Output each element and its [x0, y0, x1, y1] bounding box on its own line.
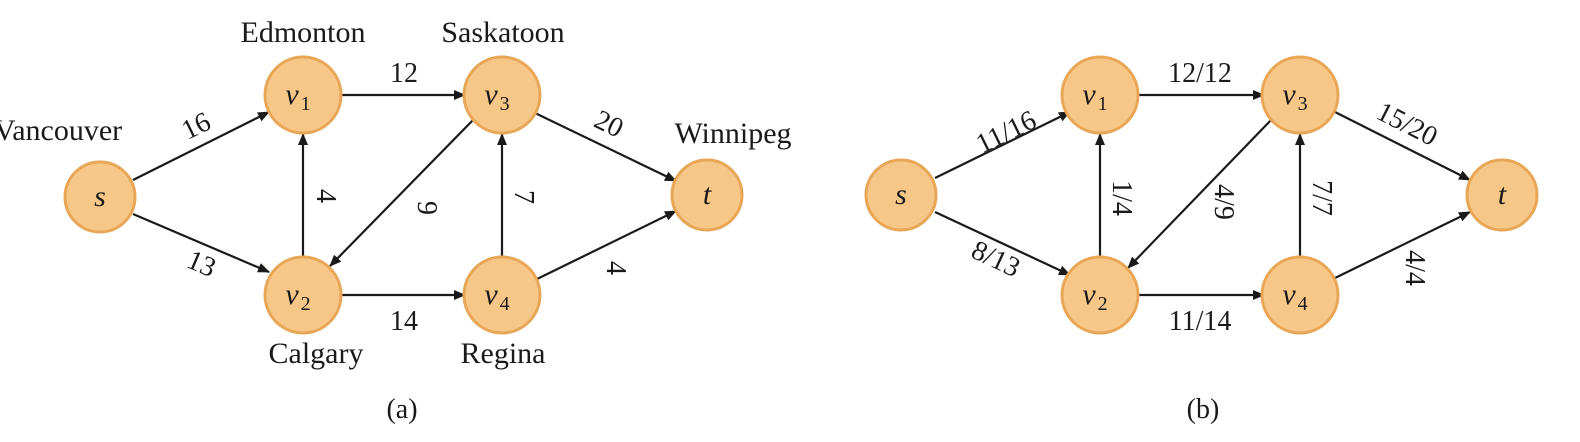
- node-t: t: [670, 158, 744, 232]
- edge-s-v2: [934, 211, 1071, 276]
- edge-label: 7: [508, 190, 539, 204]
- edge-label: 12: [390, 58, 418, 89]
- place-label-saskatoon: Saskatoon: [441, 16, 564, 49]
- edge-v4-t: [1334, 211, 1471, 279]
- edge-label: 4/4: [1399, 250, 1430, 286]
- edge-label: 14: [390, 306, 418, 337]
- svg-text:s: s: [895, 178, 907, 211]
- edge-label: 12/12: [1168, 58, 1232, 89]
- place-label-winnipeg: Winnipeg: [674, 117, 791, 150]
- edge-label: 15/20: [1371, 96, 1442, 153]
- caption-b: (b): [1187, 394, 1220, 425]
- svg-text:v2: v2: [285, 278, 310, 315]
- edge-label: 1/4: [1106, 180, 1137, 216]
- edge-label: 11/14: [1169, 306, 1232, 337]
- svg-text:v3: v3: [1282, 78, 1307, 115]
- edge-v3-t: [1334, 111, 1471, 181]
- edge-v3-v2: [329, 118, 475, 267]
- edge-s-v1: [132, 111, 270, 181]
- place-label-edmonton: Edmonton: [241, 16, 366, 49]
- svg-text:v1: v1: [285, 78, 310, 115]
- svg-text:v1: v1: [1082, 78, 1107, 115]
- edge-s-v1: [934, 111, 1071, 179]
- panel-b: 11/16 8/13 12/12 1/4 4/9 11/14 7/7 15/20…: [864, 55, 1539, 425]
- edge-label: 4/9: [1208, 184, 1239, 220]
- edge-label: 11/16: [971, 105, 1041, 160]
- node-s: s: [864, 158, 938, 232]
- edge-v3-t: [534, 112, 677, 182]
- edge-label: 9: [411, 201, 442, 215]
- caption-a: (a): [386, 394, 417, 425]
- place-label-vancouver: Vancouver: [0, 114, 122, 147]
- svg-text:t: t: [703, 178, 712, 211]
- place-label-calgary: Calgary: [269, 337, 364, 370]
- node-s: s: [63, 160, 137, 234]
- svg-text:s: s: [94, 180, 106, 213]
- edge-label: 4: [600, 261, 631, 275]
- edge-label: 8/13: [966, 235, 1024, 284]
- svg-text:v4: v4: [484, 278, 509, 315]
- svg-text:v2: v2: [1082, 278, 1107, 315]
- edge-s-v2: [132, 212, 270, 274]
- node-t: t: [1465, 158, 1539, 232]
- edge-v4-t: [534, 210, 677, 281]
- edge-label: 13: [182, 244, 220, 283]
- edge-v3-v2: [1127, 118, 1273, 269]
- svg-text:t: t: [1498, 178, 1507, 211]
- svg-text:v4: v4: [1282, 278, 1307, 315]
- place-label-regina: Regina: [461, 337, 546, 370]
- edge-label: 20: [589, 104, 628, 144]
- edge-label: 4: [310, 189, 341, 203]
- svg-text:v3: v3: [484, 78, 509, 115]
- edge-label: 7/7: [1306, 180, 1337, 216]
